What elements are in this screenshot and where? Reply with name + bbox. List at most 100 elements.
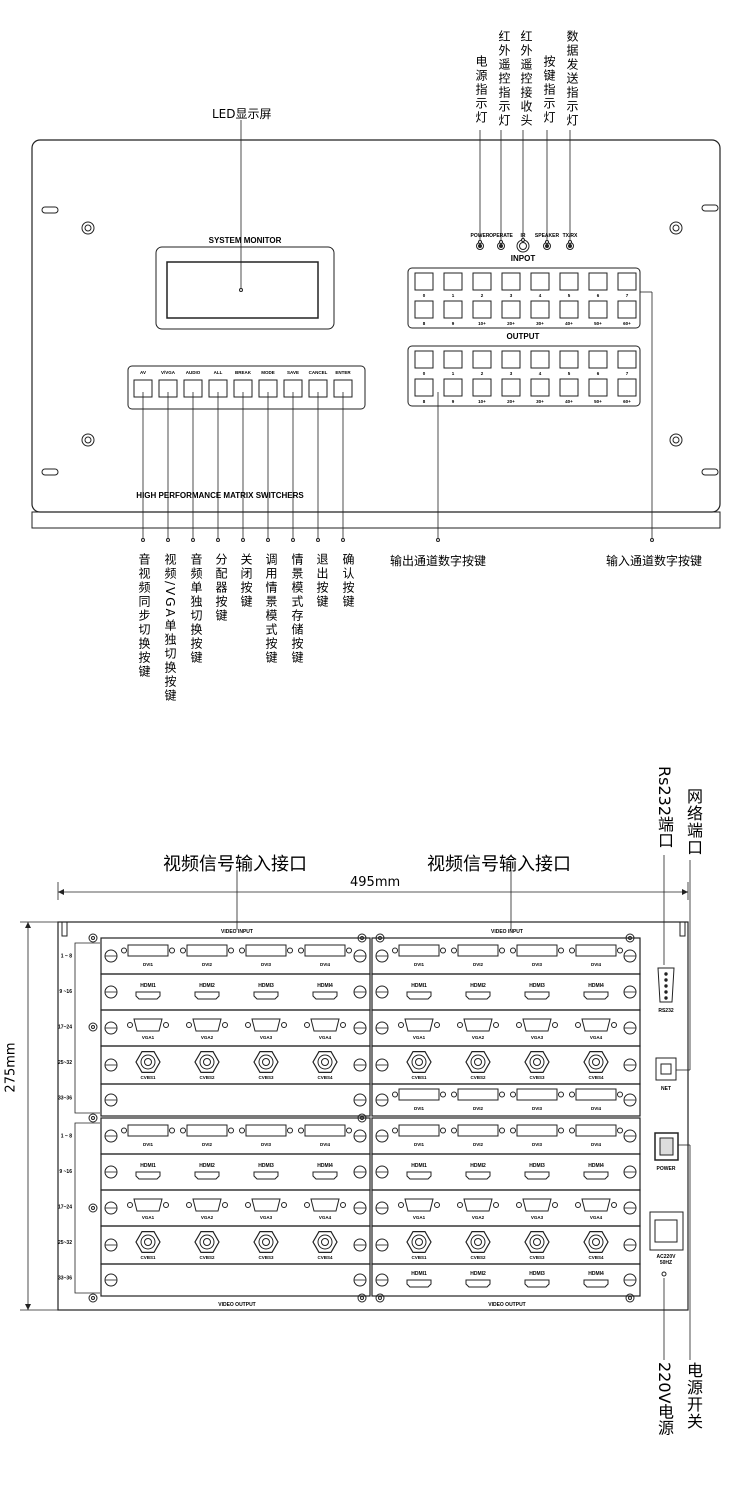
power-switch-callout: 电源开关 [684, 1362, 703, 1430]
output-keys-key-label: 10+ [478, 399, 486, 404]
bnc-ring [317, 1234, 333, 1250]
output-keys-key[interactable] [588, 378, 608, 397]
output-keys-key[interactable] [414, 350, 434, 369]
vga-port [463, 1018, 493, 1032]
port-screw [398, 1022, 404, 1028]
port-screw [163, 1202, 169, 1208]
row-group-bracket [74, 1122, 100, 1294]
input-keys-title: INPOT [511, 254, 536, 263]
dvi-label: DVI1 [414, 1142, 425, 1147]
output-keys-key[interactable] [414, 378, 434, 397]
input-keys-key[interactable] [530, 300, 550, 319]
output-keys-key[interactable] [472, 378, 492, 397]
input-keys-key[interactable] [559, 300, 579, 319]
port-screw [457, 1202, 463, 1208]
dvi-label: DVI3 [532, 1106, 543, 1111]
ac-label: AC220V [657, 1254, 677, 1260]
port-screw [510, 947, 516, 954]
port-screw [127, 1022, 133, 1028]
output-keys-key-label: 7 [626, 371, 629, 376]
port-screw [617, 1127, 623, 1134]
port-screw [611, 1022, 617, 1028]
input-keys-key[interactable] [501, 300, 521, 319]
output-keys-key[interactable] [617, 350, 637, 369]
port-screw [392, 1127, 398, 1134]
output-keys-key[interactable] [559, 378, 579, 397]
dvi-label: DVI1 [143, 1142, 154, 1147]
output-keys-key[interactable] [501, 378, 521, 397]
port-screw [617, 947, 623, 954]
callout-dot [436, 538, 440, 542]
callout-dot [521, 238, 525, 242]
input-keys-key[interactable] [617, 300, 637, 319]
front-panel [31, 139, 721, 513]
bnc-port [583, 1231, 609, 1253]
dvi-port [127, 944, 169, 957]
input-keys-key[interactable] [588, 272, 608, 291]
input-keys-key[interactable] [443, 300, 463, 319]
output-keys-title: OUTPUT [507, 332, 540, 341]
bnc-core [474, 1238, 482, 1246]
output-keys-key[interactable] [559, 350, 579, 369]
dvi-label: DVI2 [202, 962, 213, 967]
bnc-core [474, 1058, 482, 1066]
input-keys-key[interactable] [472, 300, 492, 319]
lcd-bezel [155, 246, 335, 330]
output-keys-key[interactable] [472, 350, 492, 369]
input-keys-key[interactable] [501, 272, 521, 291]
panel-screw [88, 1293, 98, 1303]
panel-screw-inner [672, 224, 680, 232]
port-screw [510, 1127, 516, 1134]
input-keys-key-label: 7 [626, 293, 629, 298]
bnc-ring [258, 1054, 274, 1070]
input-keys-key[interactable] [443, 272, 463, 291]
panel-screw [88, 1113, 98, 1123]
panel-screw [625, 1293, 635, 1303]
callout-dot [166, 538, 170, 542]
input-keys-key[interactable] [530, 272, 550, 291]
input-keys-key[interactable] [414, 300, 434, 319]
vga-port [192, 1198, 222, 1212]
output-keys-key-label: 4 [539, 371, 542, 376]
row-range-label: 1 ~ 8 [61, 1134, 72, 1140]
power-switch[interactable] [654, 1132, 679, 1161]
input-keys-key[interactable] [472, 272, 492, 291]
panel-screw [81, 221, 95, 235]
cvbs-label: CVBS2 [470, 1075, 486, 1080]
output-keys-key[interactable] [530, 378, 550, 397]
output-keys-key[interactable] [530, 350, 550, 369]
input-keys-key[interactable] [617, 272, 637, 291]
callout-dot [499, 240, 503, 244]
bnc-ring [258, 1234, 274, 1250]
hdmi-port [524, 1279, 550, 1288]
panel-screw-inner [84, 224, 92, 232]
rack-ear-slot [701, 204, 719, 212]
output-keys-key[interactable] [443, 350, 463, 369]
panel-screw [81, 433, 95, 447]
vga-label: VGA4 [319, 1035, 332, 1040]
output-keys-key[interactable] [588, 350, 608, 369]
input-keys-key[interactable] [559, 272, 579, 291]
output-keys-key-label: 60+ [623, 399, 631, 404]
input-keys-key[interactable] [414, 272, 434, 291]
rear-panel [57, 921, 689, 1311]
row-range-label: 33~36 [58, 1095, 72, 1101]
cvbs-label: CVBS4 [588, 1075, 604, 1080]
port-screw [451, 1091, 457, 1098]
panel-screw [357, 1293, 367, 1303]
port-screw [180, 947, 186, 954]
port-screw [516, 1022, 522, 1028]
output-keys-key[interactable] [617, 378, 637, 397]
port-screw [287, 1127, 293, 1134]
callout-dot [216, 538, 220, 542]
hdmi-label: HDMI4 [317, 983, 333, 989]
output-keys-key[interactable] [443, 378, 463, 397]
port-screw [180, 1127, 186, 1134]
cvbs-label: CVBS3 [529, 1075, 545, 1080]
input-card-left [100, 1189, 371, 1227]
input-keys-key[interactable] [588, 300, 608, 319]
hdmi-label: HDMI2 [199, 1163, 215, 1169]
output-keys-key[interactable] [501, 350, 521, 369]
port-screw [304, 1022, 310, 1028]
